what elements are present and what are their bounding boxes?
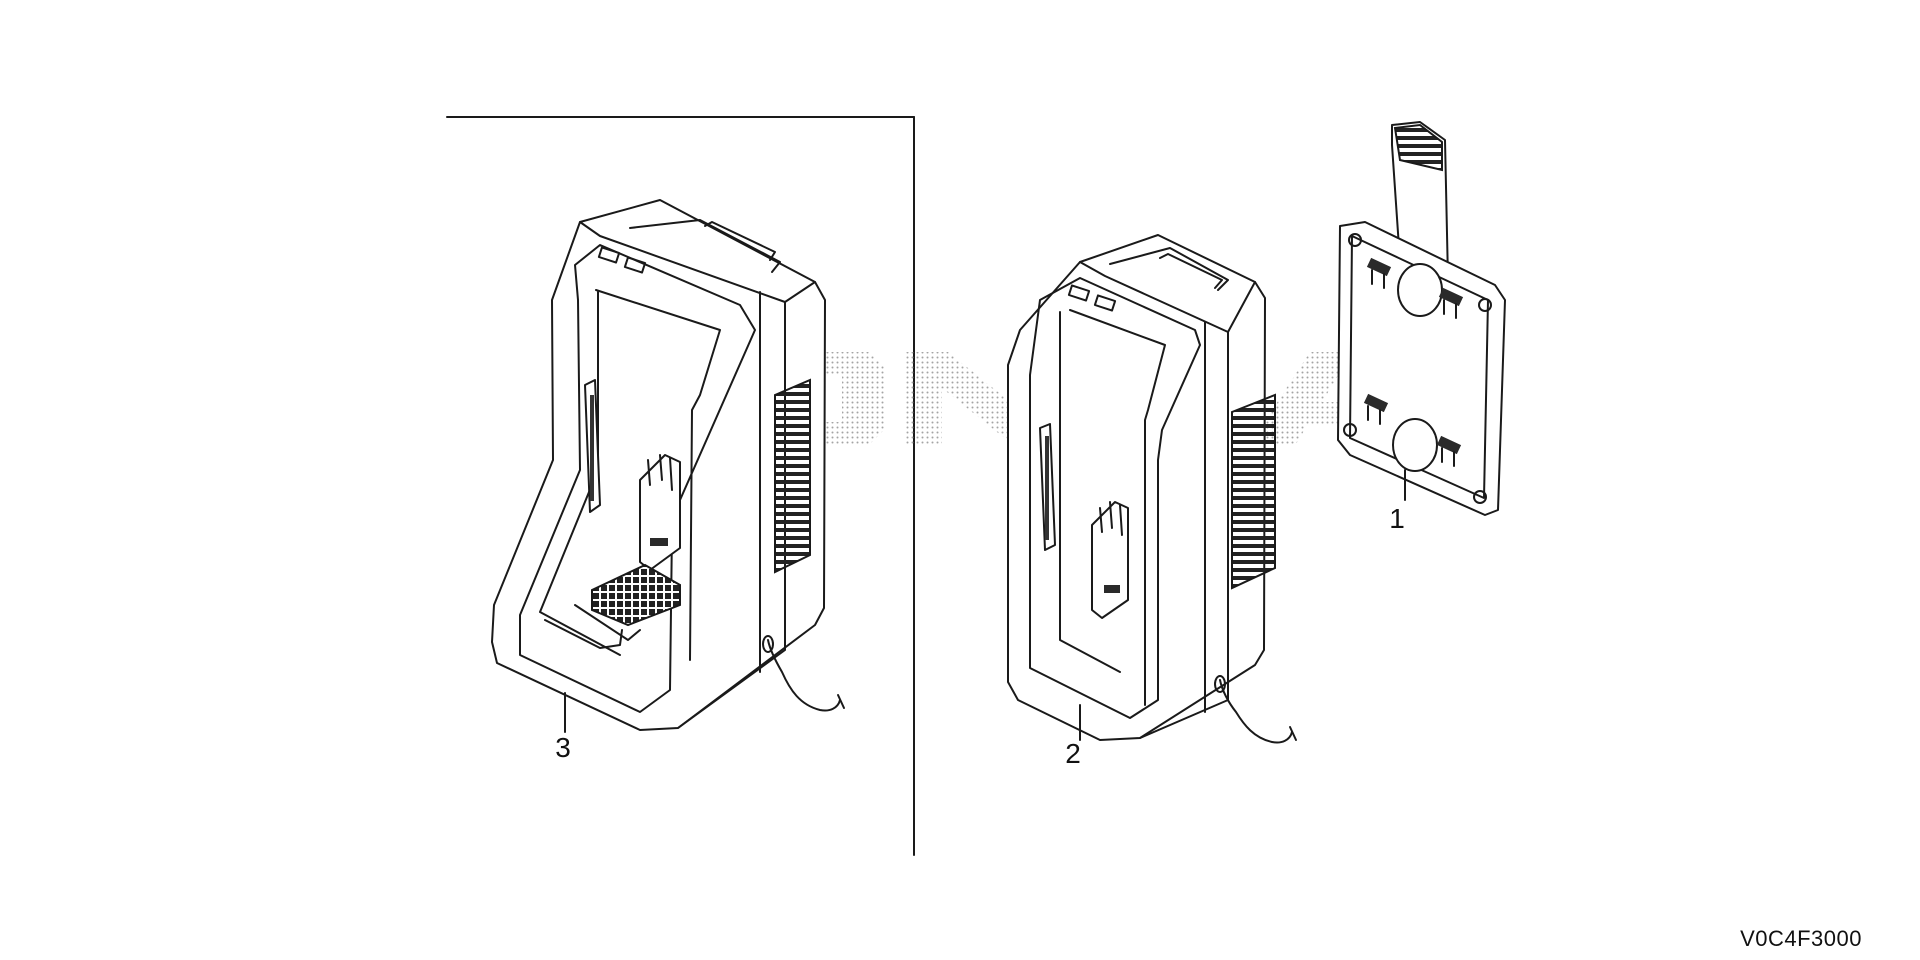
kit-bracket — [446, 116, 915, 856]
callout-3: 3 — [555, 732, 571, 763]
callout-2: 2 — [1065, 738, 1081, 769]
diagram-code: V0C4F3000 — [1740, 926, 1862, 951]
callout-1: 1 — [1389, 503, 1405, 534]
wall-bracket — [1337, 121, 1506, 516]
charger-with-mat — [491, 199, 845, 733]
charger — [1007, 234, 1297, 744]
